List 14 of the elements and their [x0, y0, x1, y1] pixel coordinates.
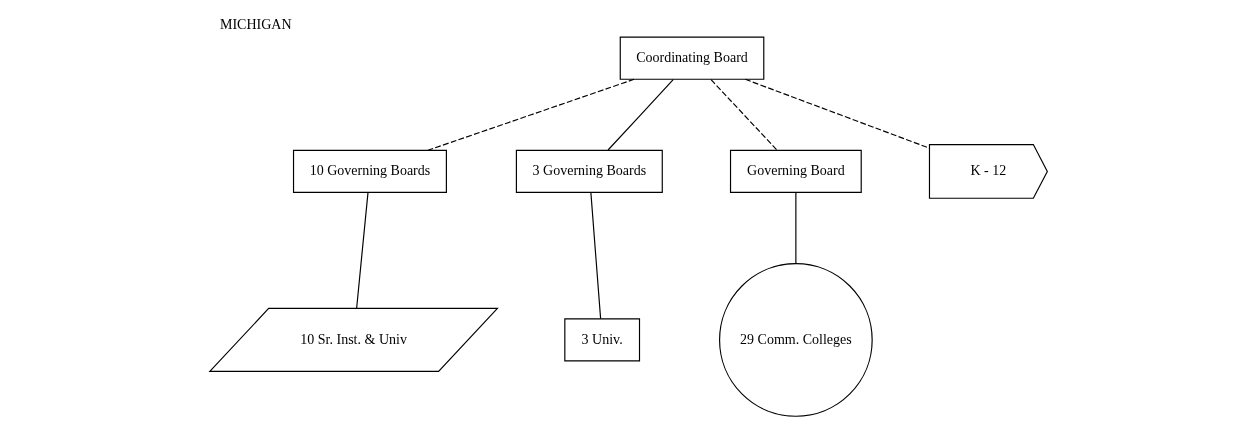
connector	[744, 78, 930, 149]
connector	[427, 78, 635, 151]
connector	[795, 192, 797, 264]
node-box: 3 Univ.	[564, 318, 641, 362]
diagram-title: MICHIGAN	[219, 16, 292, 32]
connector	[356, 192, 369, 309]
node-box: 10 Governing Boards	[292, 149, 447, 193]
node-box: Coordinating Board	[619, 36, 765, 80]
node-box: 3 Governing Boards	[515, 149, 663, 193]
node-box: Governing Board	[729, 149, 862, 193]
connector	[710, 79, 778, 151]
node-circle: 29 Comm. Colleges	[719, 263, 873, 417]
connector	[590, 192, 602, 320]
connector	[607, 79, 674, 151]
